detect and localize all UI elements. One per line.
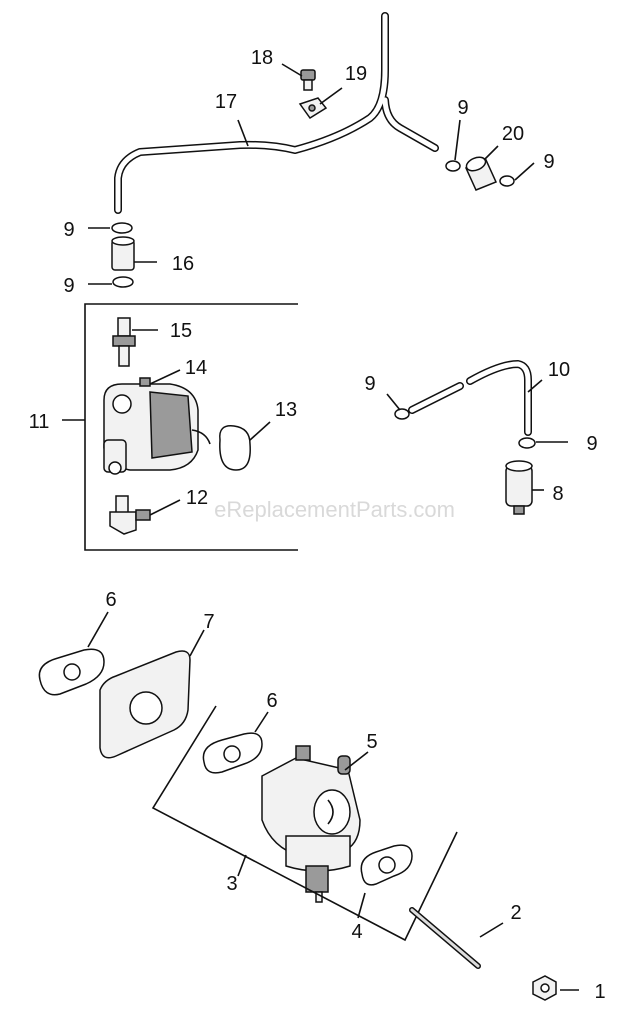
callout-9-e: 9: [364, 373, 375, 395]
fuel-line-10: [408, 360, 532, 436]
filter-20: [464, 156, 498, 191]
callout-17: 17: [215, 91, 237, 113]
carburetor-kit-bracket: [151, 705, 458, 942]
callout-13: 13: [275, 399, 297, 421]
callout-7: 7: [203, 611, 214, 633]
pump-assembly-bracket: [84, 303, 298, 551]
fuel-filter-8: [505, 460, 533, 515]
callout-8: 8: [552, 483, 563, 505]
gasket-6-b-hole: [223, 745, 241, 763]
clamp-9-e: [394, 408, 410, 420]
callout-9-d: 9: [543, 151, 554, 173]
callout-2: 2: [510, 902, 521, 924]
gasket-4-hole: [378, 856, 396, 874]
gasket-13: [219, 425, 251, 471]
callout-5: 5: [366, 731, 377, 753]
callout-11: 11: [29, 411, 50, 433]
elbow-fitting-12: [109, 495, 151, 535]
fuel-pump-14: [103, 377, 211, 475]
callout-9-b: 9: [63, 275, 74, 297]
callout-3: 3: [226, 873, 237, 895]
callout-9-f: 9: [586, 433, 597, 455]
callout-20: 20: [502, 123, 524, 145]
callout-19: 19: [345, 63, 367, 85]
callout-10: 10: [548, 359, 570, 381]
clamp-9-a: [445, 160, 461, 172]
callout-1: 1: [594, 981, 605, 1003]
clip-19: [298, 97, 328, 120]
nut-1: [532, 975, 557, 1001]
callout-16: 16: [172, 253, 194, 275]
spacer-plate-7: [99, 650, 191, 759]
callout-4: 4: [351, 921, 362, 943]
callout-14: 14: [185, 357, 207, 379]
callout-18: 18: [251, 47, 273, 69]
clamp-9-c: [111, 222, 133, 234]
callout-9-a: 9: [63, 219, 74, 241]
callout-12: 12: [186, 487, 208, 509]
fuel-line-17: [114, 12, 439, 214]
connector-16: [111, 236, 135, 271]
carburetor-5: [261, 745, 361, 903]
clamp-9-b: [499, 175, 515, 187]
callout-6-a: 6: [105, 589, 116, 611]
clamp-9-d: [112, 276, 134, 288]
clamp-9-f: [518, 437, 536, 449]
stud-2: [409, 907, 481, 969]
callout-9-c: 9: [457, 97, 468, 119]
callout-6-b: 6: [266, 690, 277, 712]
fitting-15: [112, 317, 136, 367]
watermark: eReplacementParts.com: [214, 497, 455, 522]
leader-lines: [62, 63, 579, 991]
gasket-6-a-hole: [63, 663, 81, 681]
screw-18: [300, 69, 316, 91]
callout-15: 15: [170, 320, 192, 342]
